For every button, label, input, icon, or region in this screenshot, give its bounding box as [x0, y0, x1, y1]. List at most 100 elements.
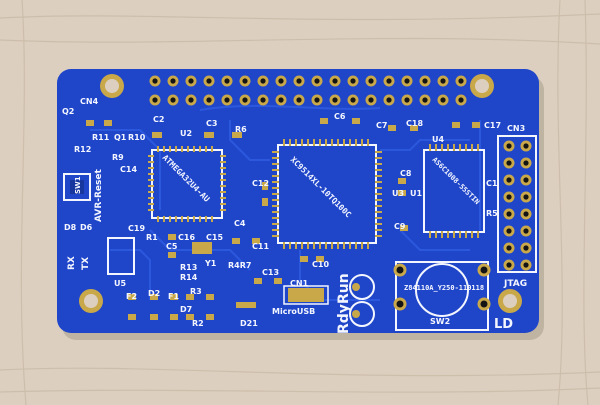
label-c15: C15 — [206, 233, 223, 242]
label-c14: C14 — [120, 165, 137, 174]
cn3-pin-hole — [506, 245, 512, 251]
cn3-pin-hole — [523, 228, 529, 234]
label-r14: R14 — [180, 273, 198, 282]
label-c3: C3 — [206, 119, 217, 128]
cn4-pin-hole — [260, 78, 266, 84]
label-rdy: Rdy — [336, 304, 352, 334]
label-d6: D6 — [80, 223, 93, 232]
label-u2: U2 — [180, 129, 192, 138]
label-c1: C1 — [486, 179, 498, 188]
cn4-pin-hole — [170, 97, 176, 103]
label-r11: R11 — [92, 133, 110, 142]
cn4-pin-hole — [242, 97, 248, 103]
cn4-pin-hole — [206, 97, 212, 103]
cn4-pin-hole — [386, 97, 392, 103]
sw2-part-marking: Z84110A_Y250-110118 — [404, 284, 484, 292]
cn4-pin-hole — [188, 78, 194, 84]
cn3-pin-hole — [506, 143, 512, 149]
cn4-pin-hole — [386, 78, 392, 84]
label-r6: R6 — [235, 125, 247, 134]
cn3-pin-hole — [523, 160, 529, 166]
label-c13: C13 — [262, 268, 279, 277]
cn4-pin-hole — [350, 78, 356, 84]
label-avr-reset: AVR-Reset — [94, 169, 104, 222]
cn4-pin-header — [149, 75, 467, 106]
label-c9: C9 — [394, 222, 406, 231]
cn4-pin-hole — [440, 97, 446, 103]
cn4-pin-hole — [206, 78, 212, 84]
cn4-pin-hole — [260, 97, 266, 103]
label-cn1: CN1 — [290, 279, 309, 288]
label-r5: R5 — [486, 209, 498, 218]
cn4-pin-hole — [224, 97, 230, 103]
label-c19: C19 — [128, 224, 145, 233]
cn4-pin-hole — [404, 78, 410, 84]
label-u3: U3 — [392, 189, 404, 198]
cn1-outline — [283, 285, 329, 305]
label-f1: F1 — [168, 292, 179, 301]
cn4-pin-hole — [278, 97, 284, 103]
cn4-pin-hole — [314, 78, 320, 84]
label-r4r7: R4R7 — [228, 261, 251, 270]
cn3-pin-hole — [506, 211, 512, 217]
cn3-pin-hole — [523, 245, 529, 251]
label-f2: F2 — [126, 292, 137, 301]
label-sw2: SW2 — [430, 317, 450, 326]
cn4-pin-hole — [422, 78, 428, 84]
label-r12: R12 — [74, 145, 91, 154]
label-jtag: JTAG — [503, 279, 527, 289]
run-led-pad — [352, 283, 360, 291]
label-r13: R13 — [180, 263, 197, 272]
sw2-pins — [393, 263, 491, 311]
cn3-pin-hole — [506, 228, 512, 234]
u4-pads — [429, 144, 479, 238]
cn4-pin-hole — [296, 97, 302, 103]
cn3-pin-hole — [523, 194, 529, 200]
cn4-pin-hole — [314, 97, 320, 103]
label-microusb: MicroUSB — [272, 307, 315, 316]
label-c10: C10 — [312, 260, 329, 269]
cn4-pin-hole — [170, 78, 176, 84]
mounting-hole-top-left-drill — [105, 79, 119, 93]
cn4-pin-hole — [332, 97, 338, 103]
cn3-pin-hole — [523, 143, 529, 149]
label-tx: TX — [81, 257, 91, 270]
cn4-pin-hole — [296, 78, 302, 84]
copper-traces — [90, 104, 481, 301]
mounting-hole-bottom-left-drill — [84, 294, 98, 308]
cn3-pin-hole — [506, 160, 512, 166]
cn4-pin-hole — [422, 97, 428, 103]
sw2-circle — [415, 263, 469, 317]
cn4-pin-hole — [350, 97, 356, 103]
label-r2: R2 — [192, 319, 204, 328]
label-run: Run — [336, 273, 352, 304]
cn4-pin-hole — [242, 78, 248, 84]
cn3-pin-hole — [523, 262, 529, 268]
sw2-outline — [395, 261, 489, 331]
label-d21: D21 — [240, 319, 258, 328]
cn4-pin-hole — [188, 97, 194, 103]
label-c16: C16 — [178, 233, 195, 242]
label-q2: Q2 — [62, 107, 74, 116]
run-led-ring — [349, 274, 375, 300]
cn4-pin-hole — [404, 97, 410, 103]
label-y1: Y1 — [204, 259, 217, 268]
rdy-led-ring — [349, 301, 375, 327]
u5-outline — [107, 237, 135, 275]
label-c6: C6 — [334, 112, 346, 121]
cn4-pin-hole — [368, 97, 374, 103]
label-q1: Q1 — [114, 133, 127, 142]
label-c5: C5 — [166, 242, 178, 251]
cn4-pin-hole — [458, 78, 464, 84]
label-r3: R3 — [190, 287, 202, 296]
mounting-holes — [79, 74, 522, 313]
label-c12: C12 — [252, 179, 269, 188]
cn4-pin-hole — [368, 78, 374, 84]
label-c4: C4 — [234, 219, 246, 228]
cn3-pin-hole — [506, 262, 512, 268]
label-c2: C2 — [153, 115, 164, 124]
cn4-pin-hole — [224, 78, 230, 84]
label-rx: RX — [67, 256, 77, 270]
label-r9: R9 — [112, 153, 124, 162]
